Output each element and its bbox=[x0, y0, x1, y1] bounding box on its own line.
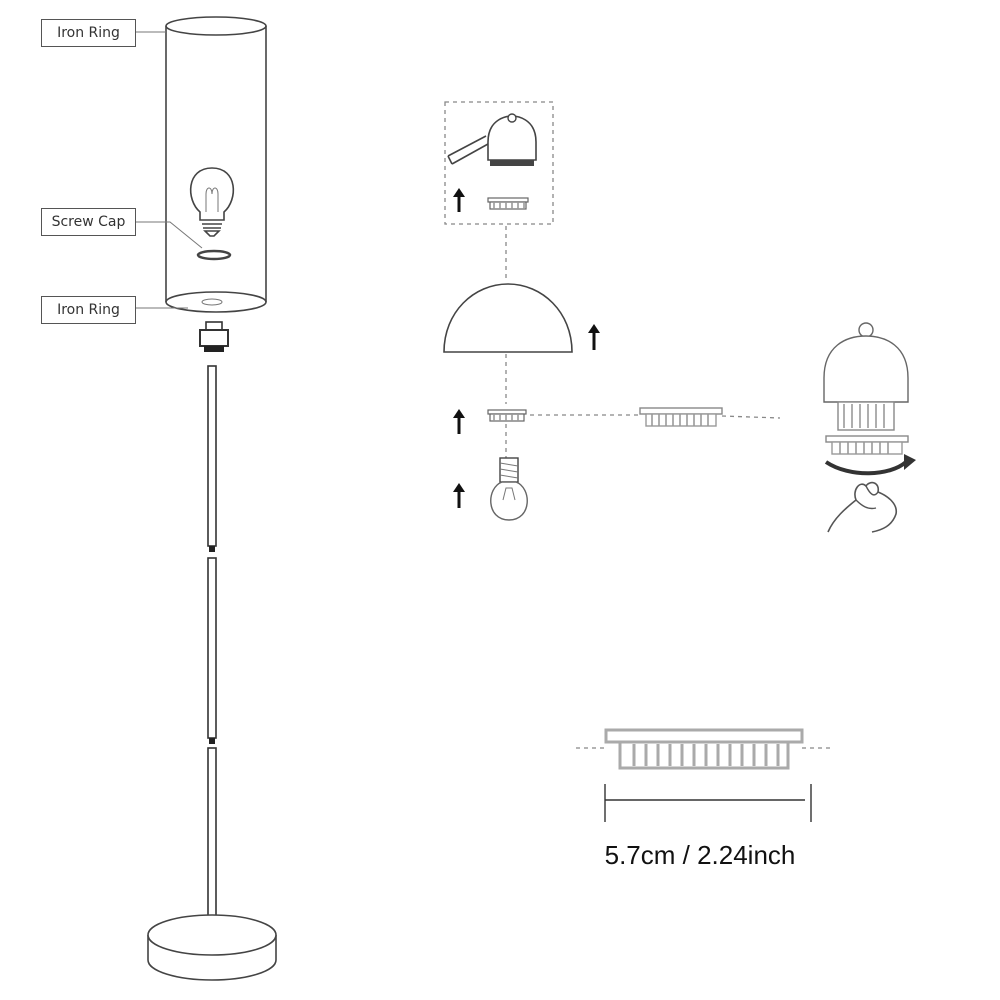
dimension-label: 5.7cm / 2.24inch bbox=[604, 840, 796, 870]
cylinder-shade bbox=[165, 16, 267, 313]
socket-body bbox=[823, 322, 909, 431]
arrow-up-icon bbox=[453, 188, 465, 212]
detail-box bbox=[444, 101, 554, 225]
install-detail bbox=[823, 322, 916, 533]
floor-lamp bbox=[136, 16, 277, 981]
assembly-steps bbox=[443, 101, 781, 521]
socket-connector bbox=[199, 321, 229, 352]
dome-shade bbox=[443, 283, 573, 353]
screw-cap-icon bbox=[487, 197, 529, 210]
iron-ring-top-label: Iron Ring bbox=[41, 19, 136, 47]
screw-cap-label: Screw Cap bbox=[41, 208, 136, 236]
screw-cap-icon bbox=[487, 409, 527, 422]
arrow-up-icon bbox=[453, 409, 465, 434]
arrow-up-icon bbox=[453, 483, 465, 508]
screw-cap-ring bbox=[196, 249, 232, 261]
iron-ring-bottom-label: Iron Ring bbox=[41, 296, 136, 324]
lamp-base bbox=[147, 914, 277, 981]
callout-lines bbox=[136, 31, 203, 309]
socket-detail bbox=[447, 113, 537, 166]
arrow-up-icon bbox=[588, 324, 600, 350]
screw-cap-detail bbox=[639, 407, 723, 427]
dimension-line bbox=[604, 784, 812, 822]
pole bbox=[207, 365, 217, 930]
bulb-icon bbox=[189, 167, 235, 237]
hand-icon bbox=[827, 481, 898, 533]
bulb-icon bbox=[490, 457, 528, 521]
rotate-arrow-icon bbox=[824, 454, 916, 476]
screw-cap-icon bbox=[825, 435, 909, 455]
cap-dimension-detail bbox=[576, 728, 832, 770]
